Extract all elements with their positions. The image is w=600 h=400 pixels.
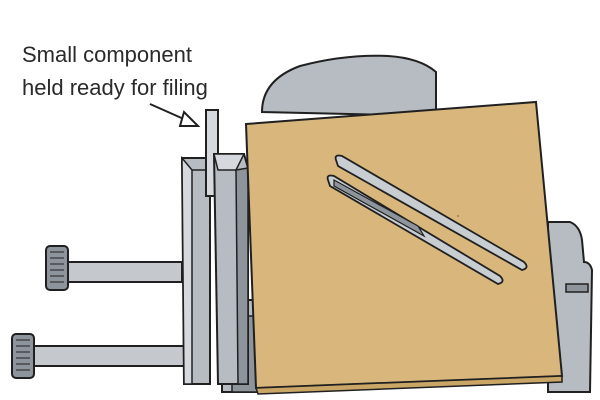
upper-screw <box>45 245 183 291</box>
vice-body-right-ledge <box>565 283 589 293</box>
file-blade <box>333 178 426 238</box>
board-dot <box>457 215 459 217</box>
pointer-arrow <box>149 103 201 127</box>
board <box>244 100 564 395</box>
slot-upper <box>334 154 528 271</box>
vice-housing-dome <box>260 54 437 118</box>
lower-screw <box>11 333 189 379</box>
callout-line-2: held ready for filing <box>22 75 208 100</box>
vice-jaw-right <box>212 153 249 385</box>
callout-text: Small component held ready for filing <box>22 38 252 104</box>
vice-jaw-left <box>180 155 211 385</box>
callout-line-1: Small component <box>22 42 192 67</box>
